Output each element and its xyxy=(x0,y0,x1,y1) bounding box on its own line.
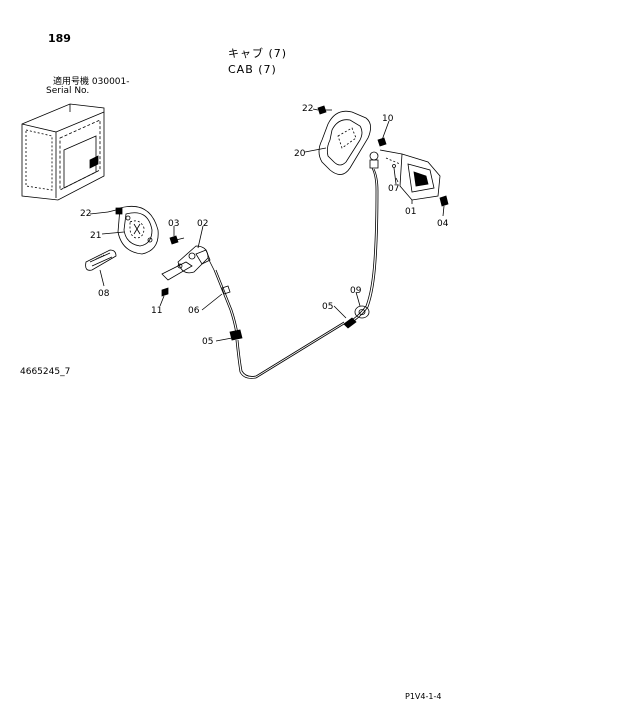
bolt-22-upper xyxy=(317,105,332,115)
figure-number: 4665245_7 xyxy=(20,367,71,377)
screw-03 xyxy=(169,235,185,245)
title-english: CAB (7) xyxy=(228,63,277,76)
serial-value: 030001- xyxy=(91,77,130,87)
handle-cover-part xyxy=(117,205,159,255)
lever-plate-part xyxy=(161,245,215,281)
grommet-09 xyxy=(354,305,370,319)
page-reference: P1V4-1-4 xyxy=(405,692,442,701)
callout-08: 08 xyxy=(98,289,110,299)
callout-05-right: 05 xyxy=(322,302,333,312)
handle-grip-part xyxy=(85,249,117,271)
latch-housing-part xyxy=(379,149,441,201)
callout-03: 03 xyxy=(168,219,179,229)
callout-22-upper: 22 xyxy=(302,104,313,114)
callout-07: 07 xyxy=(388,184,399,194)
connector-10 xyxy=(369,137,387,169)
page-number: 189 xyxy=(48,32,71,45)
serial-label-jp-text: 適用号機 xyxy=(53,77,90,87)
callout-05-lower: 05 xyxy=(202,337,213,347)
callout-01: 01 xyxy=(405,207,416,217)
bolt-22-left xyxy=(107,207,123,215)
callout-22-left: 22 xyxy=(80,209,91,219)
pin-07 xyxy=(392,164,397,185)
callout-21: 21 xyxy=(90,231,101,241)
bolt-11 xyxy=(161,287,169,297)
callouts: 22 20 10 07 01 04 22 21 03 02 08 11 06 0… xyxy=(80,104,449,347)
callout-02: 02 xyxy=(197,219,208,229)
release-cable xyxy=(213,167,379,379)
callout-11: 11 xyxy=(151,306,162,316)
callout-10: 10 xyxy=(382,114,394,124)
bracket-plate-part xyxy=(318,110,371,175)
leader-lines xyxy=(89,108,445,342)
callout-04: 04 xyxy=(437,219,449,229)
serial-label-english: Serial No. xyxy=(46,86,90,96)
callout-09: 09 xyxy=(350,286,362,296)
serial-label-japanese: 適用号機 030001- xyxy=(53,78,130,87)
title-japanese: キャブ (7) xyxy=(228,47,288,60)
callout-06: 06 xyxy=(188,306,200,316)
callout-20: 20 xyxy=(294,149,306,159)
cab-thumbnail xyxy=(21,103,105,201)
bolt-04 xyxy=(439,195,449,207)
